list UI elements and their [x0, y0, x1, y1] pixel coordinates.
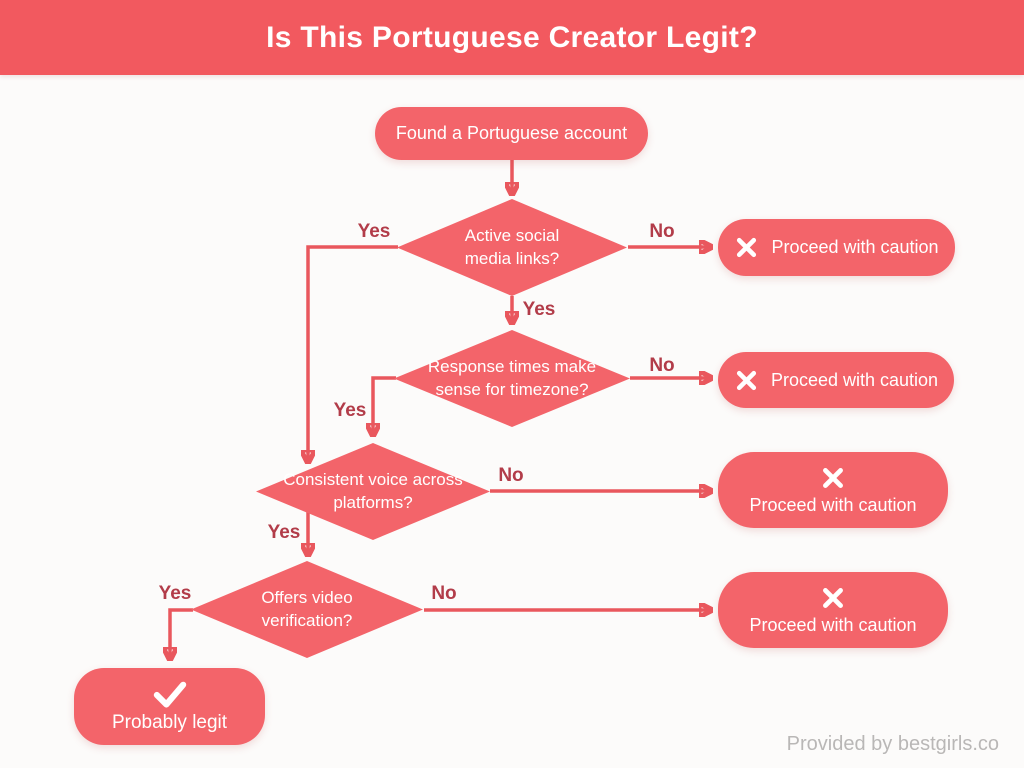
decision-question: Response times make sense for timezone? [427, 357, 597, 399]
edge-label-yes: Yes [267, 522, 301, 543]
edge-label-no: No [498, 465, 524, 486]
outcome-caution-2: Proceed with caution [718, 352, 954, 408]
x-icon [734, 235, 759, 260]
edge-d1-yes-left [308, 245, 398, 462]
decision-question: Offers video verification? [261, 588, 353, 630]
decision-consistent-voice: Consistent voice across platforms? [256, 443, 490, 540]
edge-d2-yes [373, 376, 396, 435]
x-icon [820, 465, 846, 491]
edge-label-no: No [649, 355, 675, 376]
edge-label-no: No [649, 221, 675, 242]
start-node: Found a Portuguese account [375, 107, 648, 160]
check-icon [151, 680, 189, 710]
edge-label-yes: Yes [522, 299, 556, 320]
decision-question: Active social media links? [464, 226, 560, 268]
x-icon [820, 585, 846, 611]
decision-video-verification: Offers video verification? [191, 561, 423, 658]
page-title: Is This Portuguese Creator Legit? [266, 20, 758, 54]
outcome-label: Proceed with caution [749, 494, 917, 515]
decision-active-social-links: Active social media links? [397, 199, 627, 296]
edge-label-yes: Yes [333, 400, 367, 421]
outcome-caution-3: Proceed with caution [718, 452, 948, 528]
outcome-label: Proceed with caution [770, 369, 939, 390]
outcome-probably-legit: Probably legit [74, 668, 265, 745]
decision-question: Consistent voice across platforms? [283, 470, 463, 512]
edge-d4-yes [170, 608, 193, 659]
outcome-label: Proceed with caution [771, 237, 939, 257]
outcome-caution-1: Proceed with caution [718, 219, 955, 276]
edge-label-yes: Yes [158, 583, 192, 604]
edge-label-yes: Yes [357, 221, 391, 242]
header-bar: Is This Portuguese Creator Legit? [0, 0, 1024, 75]
x-icon [734, 368, 759, 393]
start-node-label: Found a Portuguese account [395, 123, 628, 143]
footer-credit: Provided by bestgirls.co [786, 733, 999, 755]
decision-response-times: Response times make sense for timezone? [394, 330, 630, 427]
outcome-label: Proceed with caution [749, 614, 917, 635]
outcome-caution-4: Proceed with caution [718, 572, 948, 648]
outcome-label: Probably legit [111, 711, 228, 733]
edge-label-no: No [431, 583, 457, 604]
